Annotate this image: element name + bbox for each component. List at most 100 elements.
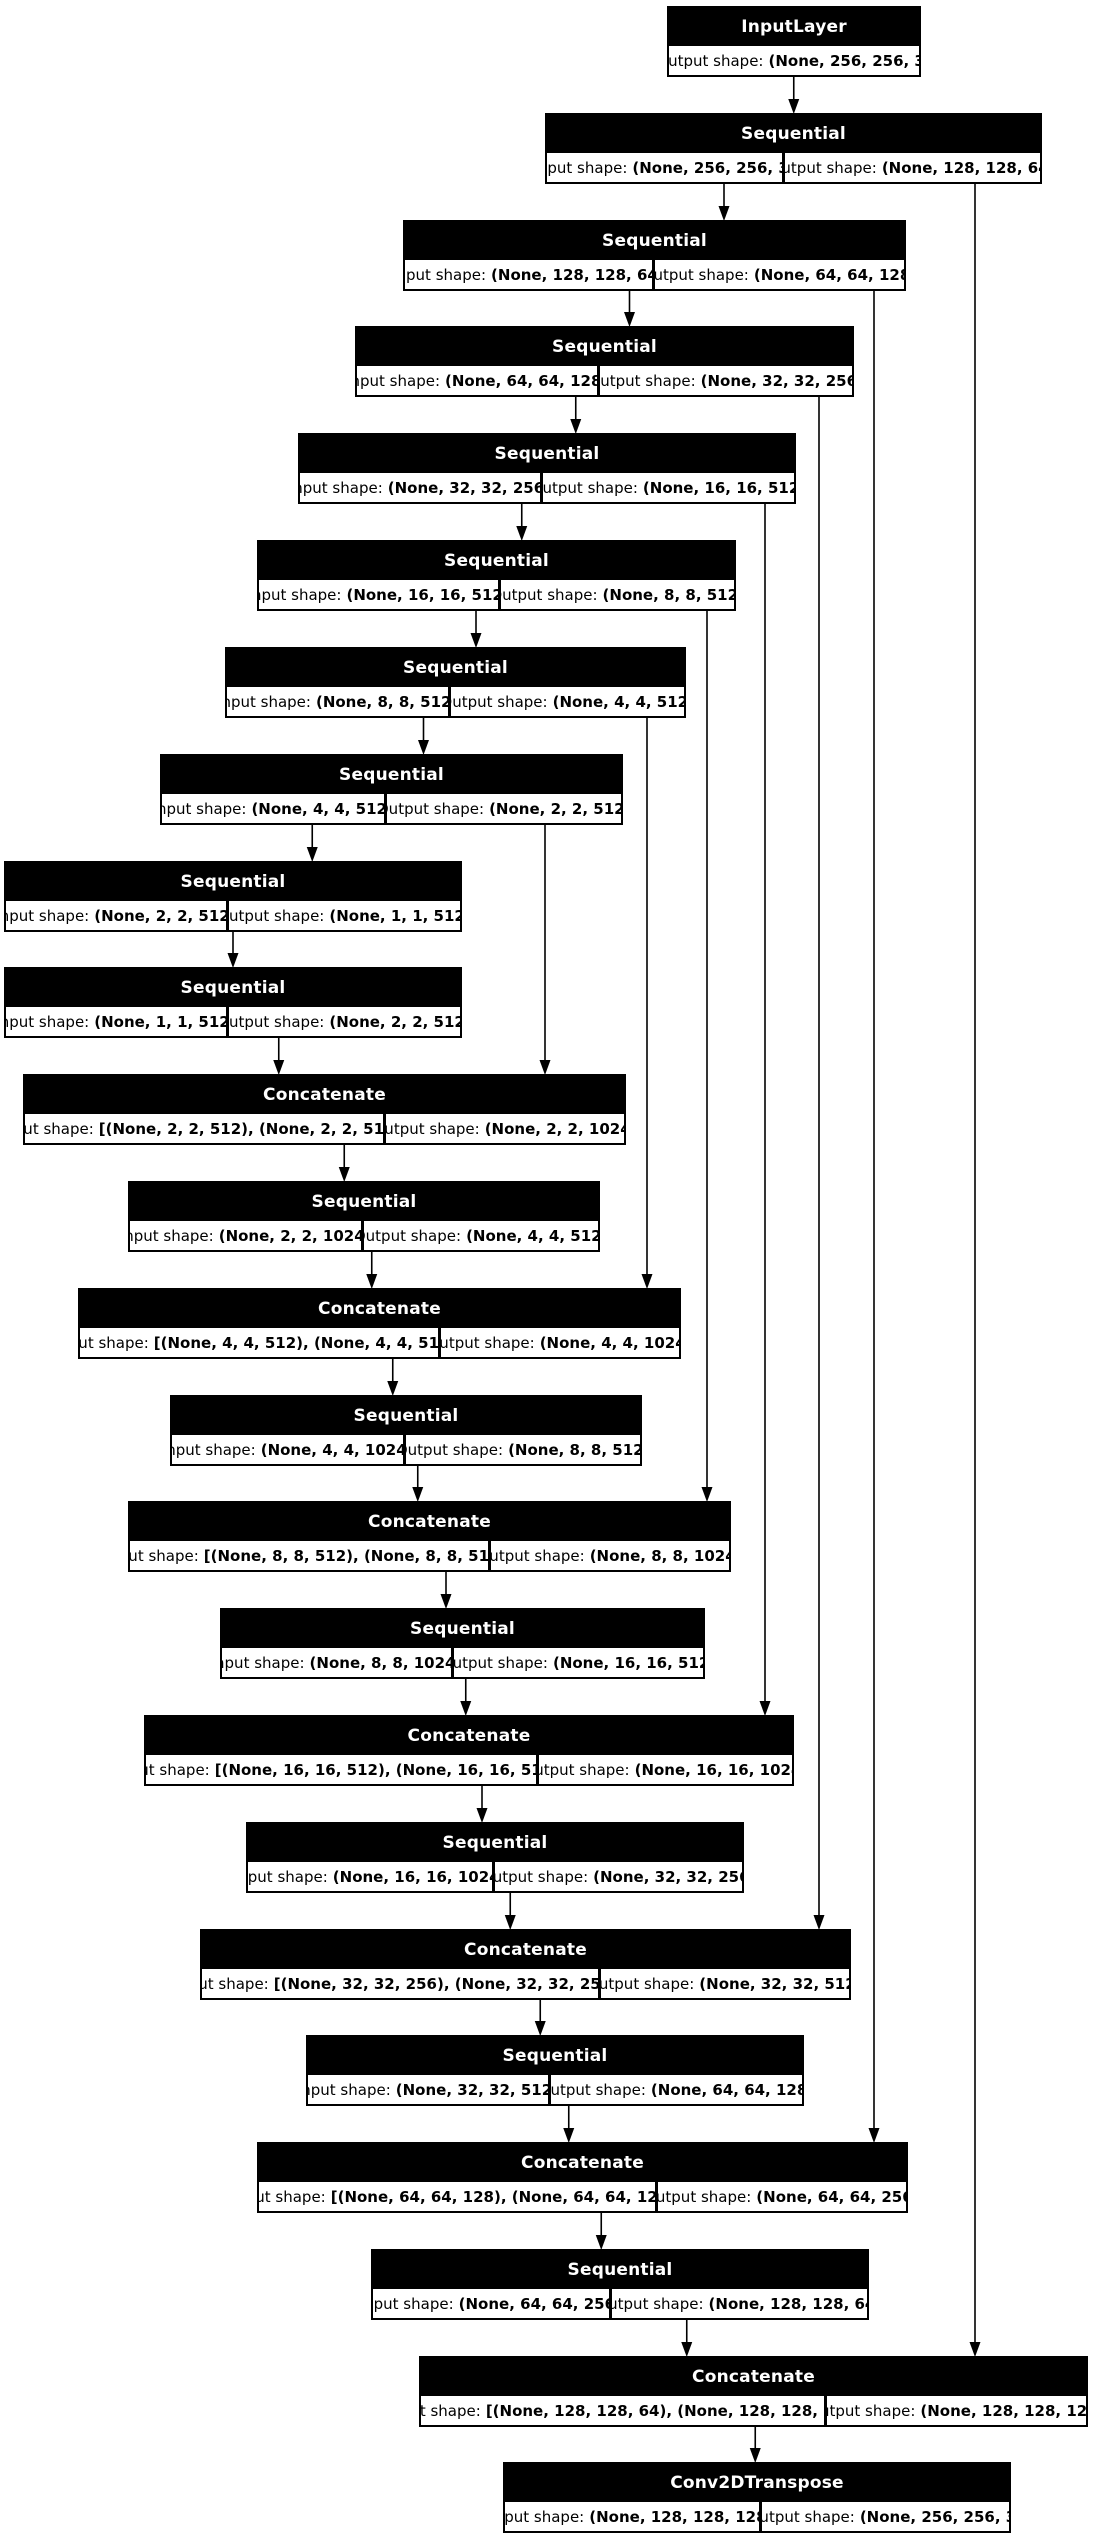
input-shape-cell: Input shape:[(None, 128, 128, 64), (None…	[421, 2396, 824, 2425]
shape-label: Input shape:	[172, 1440, 256, 1459]
shape-value: (None, 2, 2, 1024)	[218, 1226, 362, 1245]
node-title: Sequential	[552, 337, 657, 357]
arrowhead-icon	[641, 1274, 653, 1289]
edge-chain-8-9	[227, 931, 239, 968]
edge-chain-14-15	[440, 1571, 452, 1609]
input-shape-cell: Input shape:(None, 128, 128, 128)	[505, 2502, 759, 2531]
input-shape-cell: Input shape:(None, 8, 8, 1024)	[222, 1648, 451, 1677]
shape-label: Output shape:	[654, 265, 749, 284]
edge-skip-6-12	[641, 717, 653, 1289]
shape-value: [(None, 64, 64, 128), (None, 64, 64, 128…	[330, 2187, 655, 2206]
node-conv2dtranspose-23: Conv2DTransposeInput shape:(None, 128, 1…	[503, 2462, 1011, 2533]
input-shape-cell: Input shape:(None, 128, 128, 64)	[405, 260, 652, 289]
shape-cells-row: Input shape:(None, 4, 4, 1024)Output sha…	[172, 1435, 640, 1464]
shape-cells-row: Input shape:(None, 4, 4, 512)Output shap…	[162, 794, 621, 823]
shape-label: Input shape:	[259, 585, 342, 604]
output-shape-cell: Output shape:(None, 32, 32, 512)	[600, 1969, 849, 1998]
shape-label: Output shape:	[228, 906, 325, 925]
edge-skip-1-22	[969, 183, 981, 2357]
shape-value: (None, 64, 64, 256)	[458, 2294, 609, 2313]
edge-chain-9-10	[273, 1037, 285, 1075]
arrowhead-icon	[788, 99, 800, 114]
shape-label: Output shape:	[600, 371, 696, 390]
edge-skip-3-18	[813, 396, 825, 1930]
output-shape-cell: Output shape:(None, 128, 128, 128)	[826, 2396, 1086, 2425]
output-shape-cell: Output shape:(None, 16, 16, 512)	[542, 473, 794, 502]
shape-value: [(None, 128, 128, 64), (None, 128, 128, …	[485, 2401, 824, 2420]
shape-cells-row: Input shape:[(None, 16, 16, 512), (None,…	[146, 1755, 792, 1784]
shape-value: [(None, 2, 2, 512), (None, 2, 2, 512)]	[98, 1119, 384, 1138]
node-title: Sequential	[180, 978, 286, 998]
arrowhead-icon	[868, 2128, 880, 2143]
edge-chain-16-17	[476, 1785, 488, 1823]
shape-label: Input shape:	[6, 1012, 90, 1031]
shape-value: (None, 4, 4, 512)	[466, 1226, 598, 1245]
shape-cells-row: Input shape:(None, 16, 16, 512)Output sh…	[259, 580, 734, 609]
shape-value: (None, 8, 8, 1024)	[589, 1546, 729, 1565]
shape-label: Input shape:	[357, 371, 441, 390]
node-concatenate-10: ConcatenateInput shape:[(None, 2, 2, 512…	[23, 1074, 626, 1145]
arrowhead-icon	[273, 1060, 285, 1075]
shape-cells-row: Input shape:(None, 256, 256, 3)Output sh…	[547, 153, 1040, 182]
shape-label: Output shape:	[600, 1974, 695, 1993]
shape-label: Input shape:	[259, 2187, 326, 2206]
shape-label: Output shape:	[491, 1546, 585, 1565]
shape-label: Output shape:	[228, 1012, 325, 1031]
arrowhead-icon	[460, 1701, 472, 1716]
arrowhead-icon	[412, 1487, 424, 1502]
output-shape-cell: Output shape:(None, 4, 4, 1024)	[441, 1328, 679, 1357]
shape-label: Input shape:	[222, 1653, 305, 1672]
shape-value: (None, 2, 2, 1024)	[484, 1119, 624, 1138]
shape-value: (None, 1, 1, 512)	[94, 1012, 226, 1031]
node-title: Sequential	[444, 551, 549, 571]
edge-chain-13-14	[412, 1465, 424, 1502]
shape-value: (None, 8, 8, 512)	[508, 1440, 640, 1459]
shape-value: (None, 256, 256, 3)	[632, 158, 783, 177]
edge-chain-17-18	[504, 1892, 516, 1930]
shape-value: (None, 128, 128, 128)	[920, 2401, 1086, 2420]
shape-label: Output shape:	[761, 2507, 855, 2526]
shape-cells-row: Input shape:[(None, 2, 2, 512), (None, 2…	[25, 1114, 624, 1143]
node-title: Concatenate	[692, 2367, 815, 2387]
edge-chain-12-13	[387, 1358, 399, 1396]
node-sequential-11: SequentialInput shape:(None, 2, 2, 1024)…	[128, 1181, 600, 1252]
shape-cells-row: Input shape:[(None, 8, 8, 512), (None, 8…	[130, 1541, 729, 1570]
arrowhead-icon	[681, 2342, 693, 2357]
shape-value: (None, 8, 8, 512)	[315, 692, 449, 711]
shape-label: Input shape:	[505, 2507, 585, 2526]
shape-value: (None, 32, 32, 512)	[395, 2080, 548, 2099]
node-inputlayer-0: InputLayerOutput shape:(None, 256, 256, …	[667, 6, 921, 77]
shape-value: (None, 16, 16, 512)	[346, 585, 499, 604]
edge-chain-10-11	[338, 1144, 350, 1182]
shape-value: (None, 128, 128, 64)	[491, 265, 652, 284]
arrowhead-icon	[516, 526, 528, 541]
node-title: Sequential	[741, 124, 846, 144]
arrowhead-icon	[366, 1274, 378, 1289]
shape-value: (None, 32, 32, 512)	[699, 1974, 849, 1993]
shape-value: (None, 2, 2, 512)	[489, 799, 621, 818]
node-title: Sequential	[339, 765, 444, 785]
edge-chain-1-2	[718, 183, 730, 221]
node-concatenate-20: ConcatenateInput shape:[(None, 64, 64, 1…	[257, 2142, 908, 2213]
shape-label: Input shape:	[162, 799, 247, 818]
shape-value: (None, 64, 64, 256)	[756, 2187, 906, 2206]
node-title: Concatenate	[407, 1726, 531, 1746]
shape-label: Input shape:	[80, 1333, 149, 1352]
shape-value: (None, 128, 128, 64)	[881, 158, 1040, 177]
node-concatenate-18: ConcatenateInput shape:[(None, 32, 32, 2…	[200, 1929, 851, 2000]
node-sequential-9: SequentialInput shape:(None, 1, 1, 512)O…	[4, 967, 462, 1038]
shape-label: Output shape:	[364, 1226, 462, 1245]
shape-cells-row: Input shape:(None, 128, 128, 128)Output …	[505, 2502, 1009, 2531]
edge-skip-4-16	[759, 503, 771, 1716]
shape-cells-row: Output shape:(None, 256, 256, 3)	[669, 46, 919, 75]
shape-label: Input shape:	[248, 1867, 328, 1886]
shape-cells-row: Input shape:(None, 2, 2, 512)Output shap…	[6, 901, 460, 930]
shape-cells-row: Input shape:(None, 64, 64, 128)Output sh…	[357, 366, 852, 395]
edge-chain-4-5	[516, 503, 528, 541]
edge-chain-20-21	[595, 2212, 607, 2250]
shape-value: (None, 32, 32, 256)	[593, 1867, 742, 1886]
shape-value: (None, 4, 4, 1024)	[260, 1440, 404, 1459]
shape-cells-row: Input shape:(None, 128, 128, 64)Output s…	[405, 260, 904, 289]
shape-value: (None, 256, 256, 3)	[859, 2507, 1009, 2526]
